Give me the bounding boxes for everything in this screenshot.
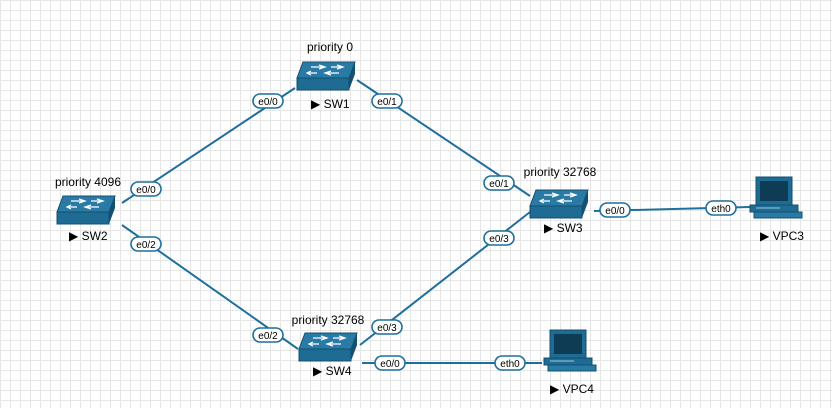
switch-sw3[interactable] (529, 189, 589, 219)
sw2-label[interactable]: ▶ SW2 (69, 229, 108, 243)
links (121, 79, 751, 364)
port-label-sw3-e0-0: e0/0 (599, 202, 631, 218)
switch-icon (56, 195, 116, 225)
sw4-priority: priority 32768 (292, 313, 365, 327)
vpc4-label[interactable]: ▶ VPC4 (550, 382, 594, 396)
port-text: e0/2 (258, 331, 278, 342)
port-label-sw4-e0-2: e0/2 (252, 327, 284, 343)
port-text: e0/1 (377, 97, 397, 108)
port-label-vpc4-eth0: eth0 (494, 355, 526, 371)
pc-icon (749, 176, 803, 219)
sw2-name: SW2 (82, 229, 108, 243)
vpc3-label[interactable]: ▶ VPC3 (760, 229, 804, 243)
vpc3-name: VPC3 (773, 229, 805, 243)
sw1-label[interactable]: ▶ SW1 (311, 97, 350, 111)
port-text: eth0 (711, 204, 731, 215)
pc-vpc4[interactable] (543, 329, 597, 372)
sw3-priority: priority 32768 (524, 165, 597, 179)
run-icon: ▶ (550, 382, 560, 396)
pc-vpc3[interactable] (749, 176, 803, 219)
port-label-sw2-e0-0: e0/0 (130, 181, 162, 197)
run-icon: ▶ (69, 229, 79, 243)
pc-icon (543, 329, 597, 372)
port-text: e0/1 (489, 179, 509, 190)
switch-sw4[interactable] (298, 332, 358, 362)
switch-sw1[interactable] (296, 61, 356, 91)
port-text: e0/0 (136, 185, 156, 196)
port-text: e0/0 (605, 206, 625, 217)
switch-icon (529, 189, 589, 219)
port-label-sw1-e0-1: e0/1 (371, 93, 403, 109)
port-label-sw3-e0-1: e0/1 (483, 175, 515, 191)
switch-sw2[interactable] (56, 195, 116, 225)
port-text: e0/0 (258, 97, 278, 108)
run-icon: ▶ (311, 97, 321, 111)
port-text: e0/2 (136, 240, 156, 251)
port-label-sw1-e0-0: e0/0 (252, 93, 284, 109)
sw1-name: SW1 (324, 97, 350, 111)
run-icon: ▶ (760, 229, 770, 243)
sw1-priority: priority 0 (307, 40, 353, 54)
port-label-vpc3-eth0: eth0 (705, 200, 737, 216)
port-text: e0/0 (380, 359, 400, 370)
vpc4-name: VPC4 (563, 382, 595, 396)
port-text: eth0 (500, 359, 520, 370)
port-label-sw3-e0-3: e0/3 (483, 230, 515, 246)
sw4-name: SW4 (326, 364, 352, 378)
port-label-sw4-e0-0: e0/0 (374, 355, 406, 371)
switch-icon (296, 61, 356, 91)
sw2-priority: priority 4096 (55, 175, 121, 189)
port-text: e0/3 (377, 323, 397, 334)
sw3-name: SW3 (557, 221, 583, 235)
run-icon: ▶ (313, 364, 323, 378)
sw3-label[interactable]: ▶ SW3 (544, 221, 583, 235)
sw4-label[interactable]: ▶ SW4 (313, 364, 352, 378)
run-icon: ▶ (544, 221, 554, 235)
port-text: e0/3 (489, 234, 509, 245)
switch-icon (298, 332, 358, 362)
port-label-sw4-e0-3: e0/3 (371, 319, 403, 335)
port-label-sw2-e0-2: e0/2 (130, 236, 162, 252)
